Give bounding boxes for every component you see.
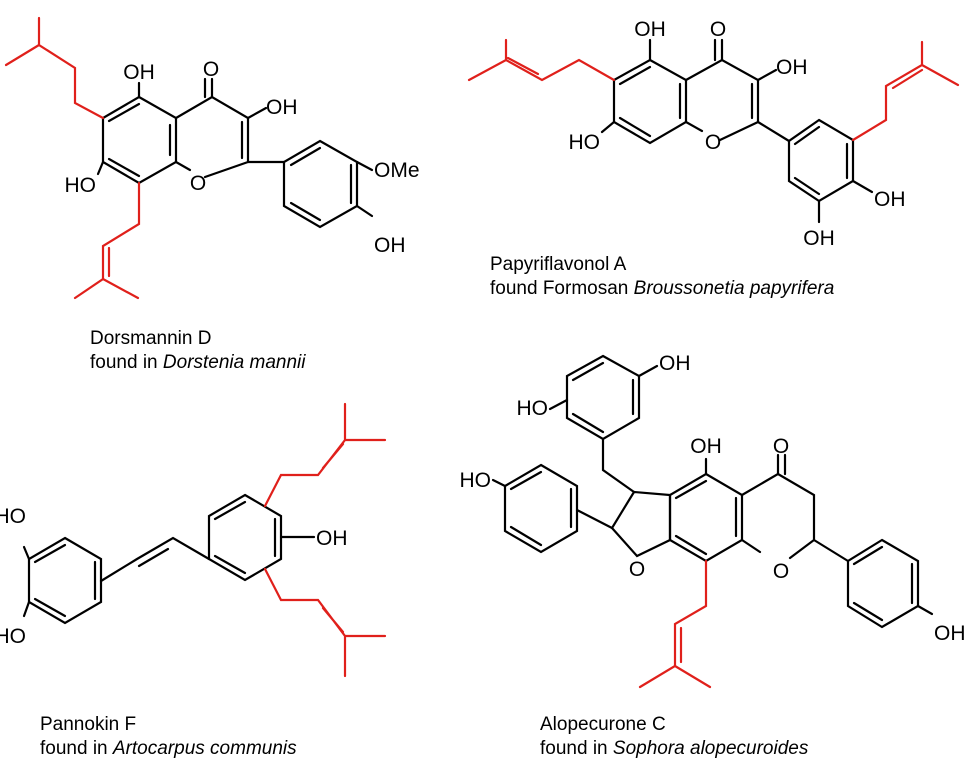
ho-7: HO [65, 174, 97, 197]
compound-name: Dorsmannin D [90, 328, 212, 349]
compound-source: found in Sophora alopecuroides [540, 737, 808, 761]
ketone-o: O [710, 18, 726, 41]
dorsmannin-d-structure: OH O OH O HO OMe OH [4, 16, 420, 300]
compound-source: found in Artocarpus communis [40, 737, 297, 761]
compound-name: Papyriflavonol A [490, 254, 627, 275]
alopecurone-c-structure: OH HO HO OH O O O OH [460, 352, 966, 689]
ho-resorcinol-b: HO [517, 397, 549, 420]
oh-5: OH [634, 18, 666, 41]
oh-3p: OH [803, 227, 835, 250]
compound-name: Alopecurone C [540, 714, 666, 735]
compound-source: found in Dorstenia mannii [90, 351, 305, 375]
oh-phenol-right: OH [934, 622, 966, 645]
furan-o: O [629, 558, 645, 581]
ketone-o: O [203, 58, 219, 81]
oh-5: OH [123, 61, 155, 84]
source-prefix: found in [90, 352, 163, 373]
oh-3: OH [776, 56, 808, 79]
source-species: Broussonetia papyrifera [633, 278, 835, 299]
source-species: Dorstenia mannii [162, 352, 306, 373]
caption-dorsmannin-d: Dorsmannin D found in Dorstenia mannii [90, 327, 305, 375]
caption-papyriflavonol-a: Papyriflavonol A found Formosan Brousson… [490, 253, 834, 301]
oh-para: OH [316, 527, 348, 550]
caption-pannokin-f: Pannokin F found in Artocarpus communis [40, 713, 297, 761]
oh-3: OH [266, 96, 298, 119]
source-prefix: found in [40, 738, 113, 759]
ho-bottom: HO [0, 625, 26, 648]
source-prefix: found in [540, 738, 613, 759]
ring-o: O [190, 172, 206, 195]
compound-name: Pannokin F [40, 714, 137, 735]
papyriflavonol-a-structure: OH O OH O HO OH OH [467, 18, 960, 250]
source-prefix: found Formosan [490, 278, 634, 299]
compound-source: found Formosan Broussonetia papyrifera [490, 277, 834, 301]
ho-top: HO [0, 505, 26, 528]
ring-o: O [705, 131, 721, 154]
source-species: Sophora alopecuroides [612, 738, 809, 759]
oh-4p: OH [374, 234, 406, 257]
ketone-o: O [773, 435, 789, 458]
pannokin-f-structure: HO HO OH [0, 402, 387, 678]
oh-resorcinol-a: OH [659, 352, 691, 375]
oh-5: OH [690, 435, 722, 458]
oh-4p: OH [874, 188, 906, 211]
ome-3p: OMe [374, 159, 420, 182]
pyran-o: O [773, 560, 789, 583]
caption-alopecurone-c: Alopecurone C found in Sophora alopecuro… [540, 713, 808, 761]
ho-7: HO [569, 131, 601, 154]
source-species: Artocarpus communis [112, 738, 297, 759]
ho-phenol-left: HO [460, 469, 492, 492]
